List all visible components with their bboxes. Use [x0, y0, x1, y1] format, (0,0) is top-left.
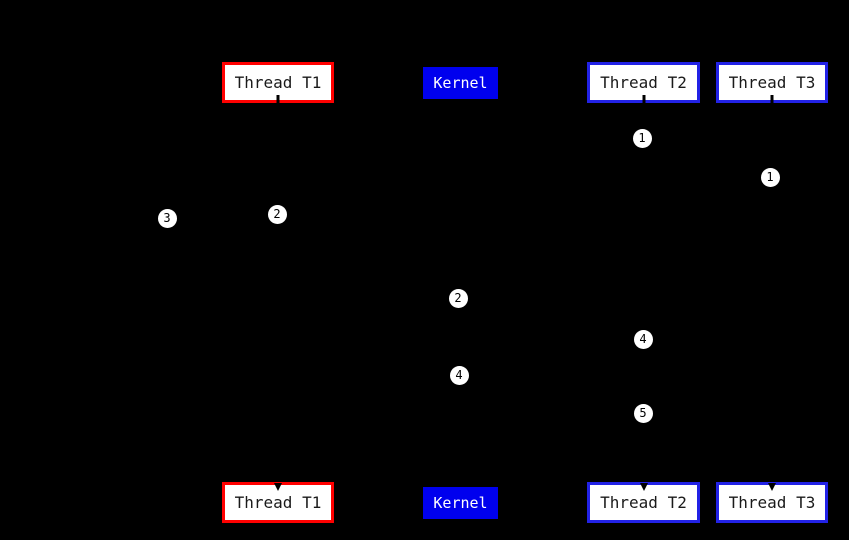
step-marker-2-kernel: 2 — [448, 288, 468, 308]
thread-t1-bottom-box: Thread T1 — [222, 482, 334, 523]
step-marker-3-left: 3 — [157, 208, 177, 228]
kernel-bottom-box-label: Kernel — [433, 494, 488, 512]
thread-t1-top-box: Thread T1 — [222, 62, 334, 104]
step-marker-1-thread-t2: 1 — [632, 128, 652, 148]
thread-t3-bottom-box: Thread T3 — [716, 482, 828, 523]
kernel-top-box-label: Kernel — [433, 74, 488, 92]
step-marker-5-thread-t2: 5 — [633, 403, 653, 423]
lifeline-tick-icon — [770, 95, 774, 104]
lifeline-arrowhead-icon — [639, 483, 648, 491]
step-marker-2-thread-t1: 2 — [267, 204, 287, 224]
thread-t2-top-box: Thread T2 — [587, 62, 700, 104]
step-marker-4-kernel: 4 — [449, 365, 469, 385]
step-marker-1-thread-t3: 1 — [760, 167, 780, 187]
kernel-top-box: Kernel — [423, 67, 498, 99]
thread-t3-top-box-label: Thread T3 — [728, 73, 816, 92]
step-marker-4-thread-t2: 4 — [633, 329, 653, 349]
thread-t3-bottom-box-label: Thread T3 — [728, 493, 816, 512]
thread-t1-top-box-label: Thread T1 — [234, 73, 322, 92]
lifeline-arrowhead-icon — [768, 483, 776, 491]
thread-t2-top-box-label: Thread T2 — [600, 73, 687, 92]
lifeline-tick-icon — [642, 95, 645, 104]
thread-t2-bottom-box: Thread T2 — [587, 482, 700, 523]
lifeline-tick-icon — [276, 95, 280, 104]
lifeline-arrowhead-icon — [274, 483, 282, 491]
thread-t1-bottom-box-label: Thread T1 — [234, 493, 322, 512]
thread-t2-bottom-box-label: Thread T2 — [600, 493, 687, 512]
thread-t3-top-box: Thread T3 — [716, 62, 828, 104]
kernel-bottom-box: Kernel — [423, 487, 498, 519]
